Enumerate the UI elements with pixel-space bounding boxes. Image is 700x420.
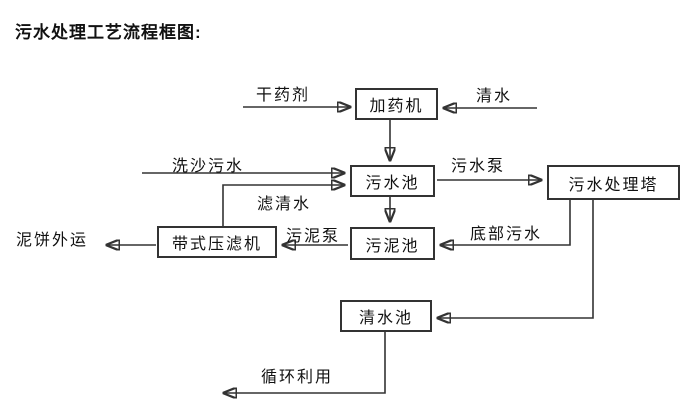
arrow-tower-to-sludge-pool: [441, 200, 571, 245]
node-belt-filter-press: 带式压滤机: [157, 226, 277, 258]
label-bottom-sewage: 底部污水: [470, 226, 543, 243]
label-recycling: 循环利用: [261, 369, 334, 386]
arrow-tower-to-clean-pool: [438, 200, 594, 318]
label-sewage-pump: 污水泵: [451, 158, 506, 175]
label-sludge-pump: 污泥泵: [286, 228, 341, 245]
label-sand-washing-sewage: 洗沙污水: [172, 158, 245, 175]
label-mud-cake-out: 泥饼外运: [16, 232, 89, 249]
page-title: 污水处理工艺流程框图:: [15, 23, 202, 42]
node-treatment-tower: 污水处理塔: [547, 165, 680, 200]
label-filtered-water: 滤清水: [257, 196, 312, 213]
node-sewage-pool: 污水池: [350, 165, 435, 197]
node-sludge-pool: 污泥池: [350, 227, 435, 260]
label-dry-agent: 干药剂: [256, 87, 311, 104]
arrow-clean-pool-to-recycle: [224, 332, 386, 393]
node-clean-water-pool: 清水池: [340, 300, 432, 332]
arrow-filtered-water-to-sewage-pool: [222, 185, 344, 226]
node-dosing-machine: 加药机: [355, 88, 438, 120]
label-clean-water: 清水: [476, 88, 513, 105]
